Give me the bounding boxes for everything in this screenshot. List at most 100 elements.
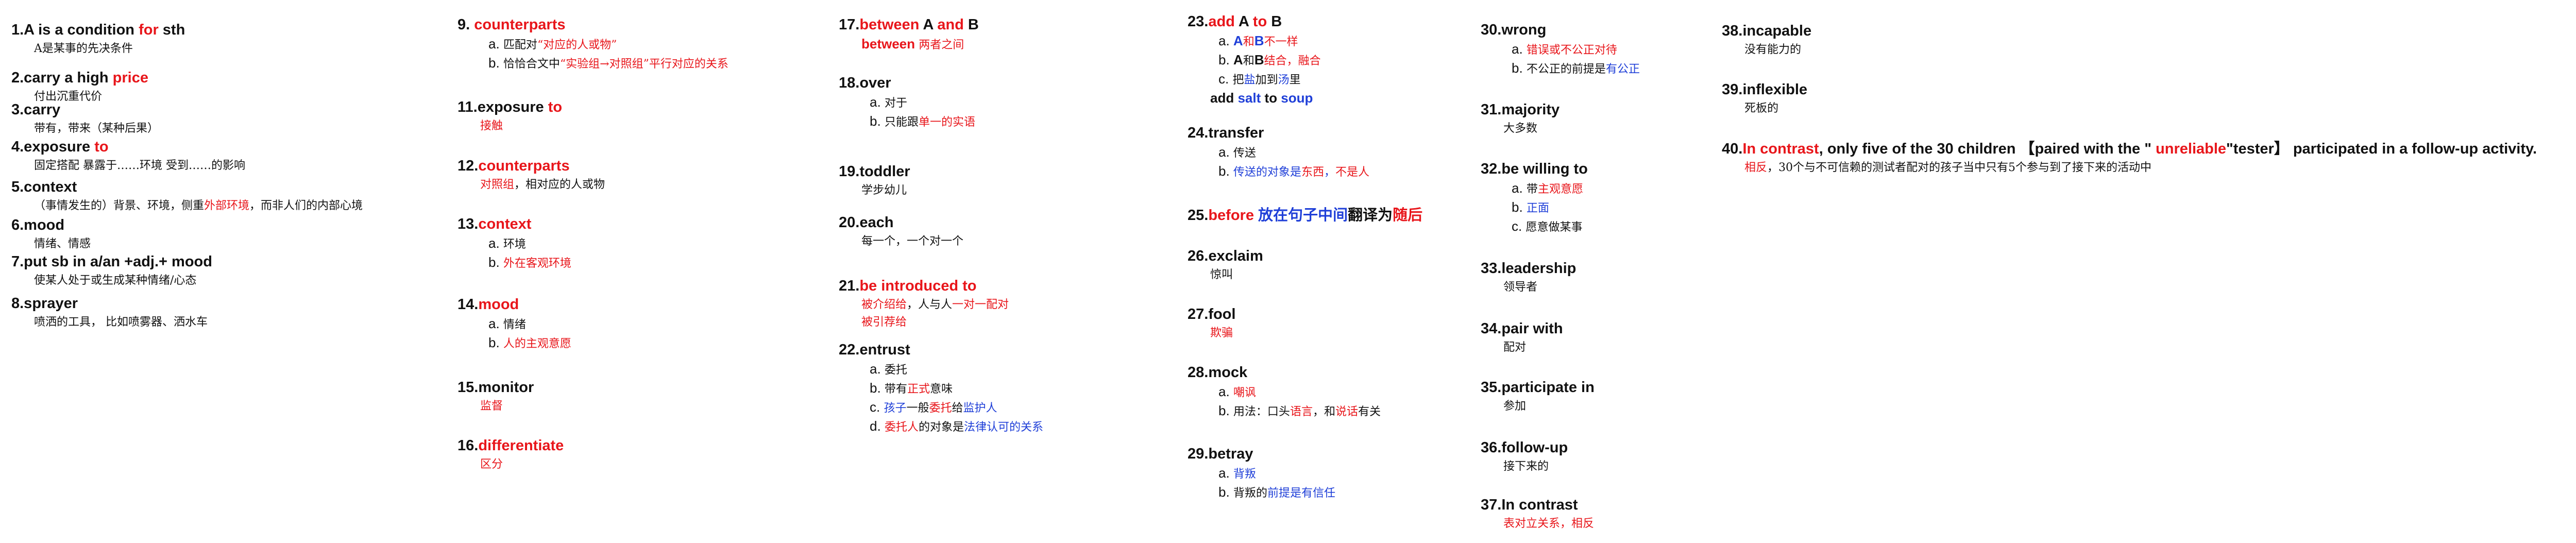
text-segment: 29.betray: [1188, 446, 1253, 462]
text-segment: b.: [488, 335, 503, 350]
text-segment: 26.exclaim: [1188, 248, 1263, 264]
text-segment: a.: [1218, 144, 1233, 160]
text-segment: b.: [1218, 52, 1233, 67]
text-segment: 背叛: [1233, 468, 1256, 481]
text-segment: 被介绍给: [861, 298, 907, 311]
vocab-entry: 40.In contrast, only five of the 30 chil…: [1722, 139, 2537, 177]
text-segment: 匹配对: [503, 39, 537, 52]
text-segment: 喷洒的工具， 比如喷雾器、洒水车: [34, 316, 208, 329]
entry-definition: d. 委托人的对象是法律认可的关系: [839, 417, 1043, 436]
text-segment: 没有能力的: [1744, 43, 1802, 56]
text-segment: 38.incapable: [1722, 23, 1812, 39]
entry-definition: between 两者之间: [839, 35, 979, 54]
text-segment: 一般: [906, 402, 929, 415]
entry-definition: a. A和B不一样: [1188, 32, 1321, 51]
entry-definition: 固定搭配 暴露于……环境 受到……的影响: [11, 157, 245, 175]
entry-title: 35.participate in: [1481, 377, 1595, 398]
text-segment: “对应的人或物”: [537, 39, 617, 52]
text-segment: 12.: [457, 158, 479, 174]
text-segment: 带: [1526, 183, 1538, 196]
entry-title: 18.over: [839, 73, 975, 93]
text-segment: a.: [1512, 41, 1527, 57]
text-segment: 语言: [1290, 405, 1313, 418]
text-segment: A: [1233, 33, 1243, 48]
text-segment: b.: [870, 113, 885, 129]
entry-definition: 监督: [457, 398, 534, 415]
entry-title: 16.differentiate: [457, 435, 564, 456]
text-segment: price: [112, 70, 148, 86]
entry-definition: 相反，30个与不可信赖的测试者配对的孩子当中只有5个参与到了接下来的活动中: [1722, 159, 2537, 177]
text-segment: 学步幼儿: [861, 184, 907, 197]
text-segment: 2.carry a high: [11, 70, 113, 86]
text-segment: 7.put sb in a/an +adj.+ mood: [11, 253, 212, 270]
text-segment: add: [1210, 90, 1238, 106]
entry-definition: a. 传送: [1188, 143, 1369, 162]
entry-definition: 被引荐给: [839, 314, 1009, 331]
text-segment: ，30个与不可信赖的测试者配对的孩子当中只有5个参与到了接下来的活动中: [1767, 161, 2152, 174]
text-segment: 39.inflexible: [1722, 81, 1808, 98]
text-segment: B: [1254, 33, 1264, 48]
text-segment: 24.transfer: [1188, 125, 1264, 141]
text-segment: 区分: [480, 458, 503, 471]
text-segment: a.: [488, 235, 503, 251]
entry-title: 1.A is a condition for sth: [11, 20, 185, 40]
text-segment: 两者之间: [919, 39, 964, 52]
text-segment: 19.toddler: [839, 163, 910, 180]
text-segment: 孩子: [884, 402, 907, 415]
entry-title: 14.mood: [457, 294, 571, 315]
text-segment: 14.: [457, 296, 479, 313]
entry-definition: b. 不公正的前提是有公正: [1481, 59, 1640, 78]
text-segment: 盐: [1244, 74, 1256, 87]
text-segment: 表对立关系，相反: [1503, 517, 1595, 530]
vocab-entry: 26.exclaim 惊叫: [1188, 246, 1263, 284]
text-segment: 相反: [1744, 161, 1768, 174]
text-segment: 参加: [1503, 400, 1527, 413]
text-segment: 监护人: [963, 402, 997, 415]
text-segment: mood: [478, 296, 519, 313]
text-segment: 和: [1243, 36, 1255, 48]
vocab-entry: 33.leadership 领导者: [1481, 258, 1576, 296]
text-segment: add: [1208, 13, 1235, 30]
entry-title: 20.each: [839, 212, 963, 233]
entry-title: 17.between A and B: [839, 14, 979, 35]
text-segment: 随后: [1393, 207, 1423, 224]
text-segment: 情绪、情感: [34, 237, 91, 250]
text-segment: 17.: [839, 16, 860, 33]
entry-definition: add salt to soup: [1188, 89, 1321, 108]
text-segment: 领导者: [1503, 281, 1538, 294]
text-segment: 单一的实语: [918, 116, 975, 129]
text-segment: 恰恰合文中: [503, 58, 560, 71]
text-segment: counterparts: [474, 16, 566, 33]
text-segment: to: [94, 139, 109, 155]
text-segment: 监督: [480, 400, 503, 413]
text-segment: 3.carry: [11, 101, 61, 118]
entry-definition: b. 背叛的前提是有信任: [1188, 483, 1335, 502]
entry-definition: b. 恰恰合文中“实验组→对照组”平行对应的关系: [457, 54, 728, 73]
text-segment: b.: [1218, 403, 1233, 418]
entry-title: 38.incapable: [1722, 21, 1811, 41]
entry-definition: 大多数: [1481, 120, 1560, 138]
entry-title: 5.context: [11, 177, 363, 197]
text-segment: a.: [488, 316, 503, 331]
text-segment: 35.participate in: [1481, 379, 1595, 396]
text-segment: 错误或不公正对待: [1526, 44, 1617, 57]
text-segment: 对照组: [480, 178, 515, 191]
entry-definition: a. 嘲讽: [1188, 383, 1381, 402]
entry-definition: b. 正面: [1481, 198, 1588, 217]
entry-title: 33.leadership: [1481, 258, 1576, 279]
entry-definition: a. 匹配对“对应的人或物”: [457, 35, 728, 54]
entry-title: 13.context: [457, 214, 571, 234]
entry-definition: 惊叫: [1188, 266, 1263, 284]
text-segment: 使某人处于或生成某种情绪/心态: [34, 274, 197, 287]
text-segment: 外部环境: [204, 199, 250, 212]
